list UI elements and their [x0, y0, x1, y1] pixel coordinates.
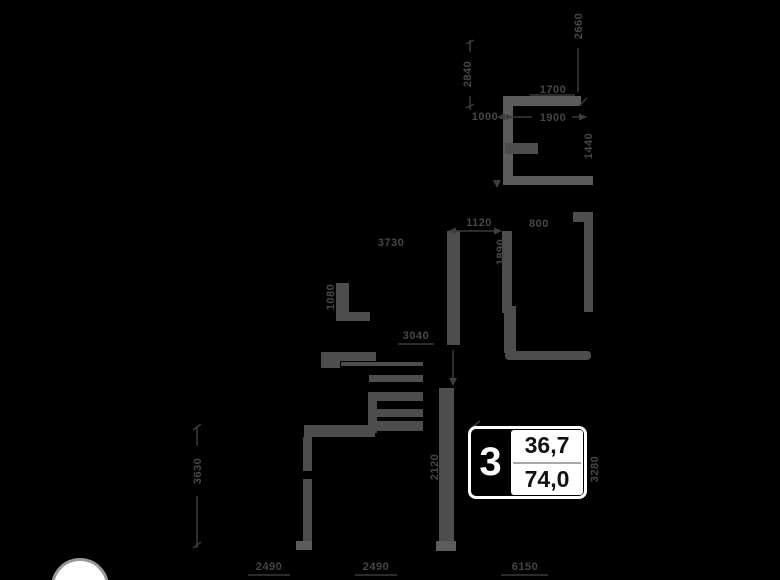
wall-segment — [439, 388, 454, 545]
dim-label-bottom-width-3: 6150 — [512, 561, 538, 573]
wall-segment — [304, 425, 375, 437]
dim-label-loggia-width-outer: 1700 — [540, 84, 566, 96]
dim-arrow — [579, 113, 587, 121]
dim-label-bottom-width-2: 2490 — [363, 561, 389, 573]
total-area-value: 74,0 — [524, 465, 570, 492]
dim-label-hall-width: 3040 — [403, 330, 429, 342]
dimension-labels-group: 2660 2840 1000 1700 1900 1440 1120 800 1… — [192, 13, 601, 573]
dim-tick — [192, 423, 202, 431]
wall-segment — [584, 212, 593, 312]
wall-segment — [436, 541, 456, 551]
dim-label-room-bottom-vertical: 2120 — [429, 454, 441, 480]
dim-label-bath-width: 1120 — [466, 217, 492, 229]
dim-label-right-vertical: 3280 — [589, 456, 601, 482]
wall-segment — [321, 360, 340, 368]
wall-segment — [503, 96, 581, 106]
wall-segment — [341, 362, 423, 366]
dim-label-loggia-left-vertical: 2840 — [462, 61, 474, 87]
dim-label-left-tall-vertical: 3630 — [192, 458, 204, 484]
area-panel: 36,7 74,0 — [511, 430, 583, 495]
dim-arrow — [449, 378, 457, 386]
wall-segment — [303, 437, 312, 471]
wall-segment — [376, 409, 423, 417]
dimension-lines-group — [192, 39, 588, 576]
wall-segment — [503, 96, 513, 185]
wall-segment — [336, 283, 349, 321]
dim-arrow — [493, 180, 501, 188]
wall-segment — [502, 231, 512, 313]
dim-label-room-width-top: 3730 — [378, 237, 404, 249]
dim-tick — [465, 103, 475, 109]
dim-label-bath-left-vertical: 1890 — [495, 239, 507, 265]
living-area-value: 36,7 — [524, 432, 570, 459]
dim-label-door-width: 800 — [529, 218, 549, 230]
room-count: 3 — [479, 440, 502, 484]
wall-segment — [369, 375, 423, 382]
dim-tick — [192, 541, 202, 549]
apartment-info-box[interactable]: 3 36,7 74,0 — [468, 426, 587, 499]
dim-label-left-mid-vertical: 1080 — [325, 284, 337, 310]
wall-segment — [368, 392, 377, 433]
wall-segment — [505, 143, 538, 154]
dim-arrow — [494, 227, 502, 235]
dim-arrow — [448, 227, 456, 235]
area-divider — [513, 461, 581, 464]
wall-segment — [505, 176, 593, 185]
wall-segment — [573, 212, 593, 222]
wall-segment — [504, 306, 516, 353]
wall-segment — [505, 351, 591, 360]
dim-tick — [465, 39, 475, 45]
dim-arrow — [506, 114, 514, 120]
wall-segment — [336, 312, 370, 321]
wall-segment — [376, 392, 423, 401]
dim-tick — [578, 97, 588, 107]
wall-segment — [296, 541, 312, 550]
wall-segment — [321, 352, 376, 361]
wall-segment — [303, 479, 312, 543]
dim-label-top-vertical: 2660 — [573, 13, 585, 39]
walls-group — [296, 96, 593, 551]
dim-label-loggia-width-inner: 1900 — [540, 112, 566, 124]
dim-label-bottom-width-1: 2490 — [256, 561, 282, 573]
dim-label-loggia-right-vertical: 1440 — [583, 133, 595, 159]
wall-segment — [376, 421, 423, 431]
wall-segment — [447, 231, 460, 345]
dim-arrow — [497, 113, 505, 121]
dim-label-loggia-door: 1000 — [472, 111, 498, 123]
